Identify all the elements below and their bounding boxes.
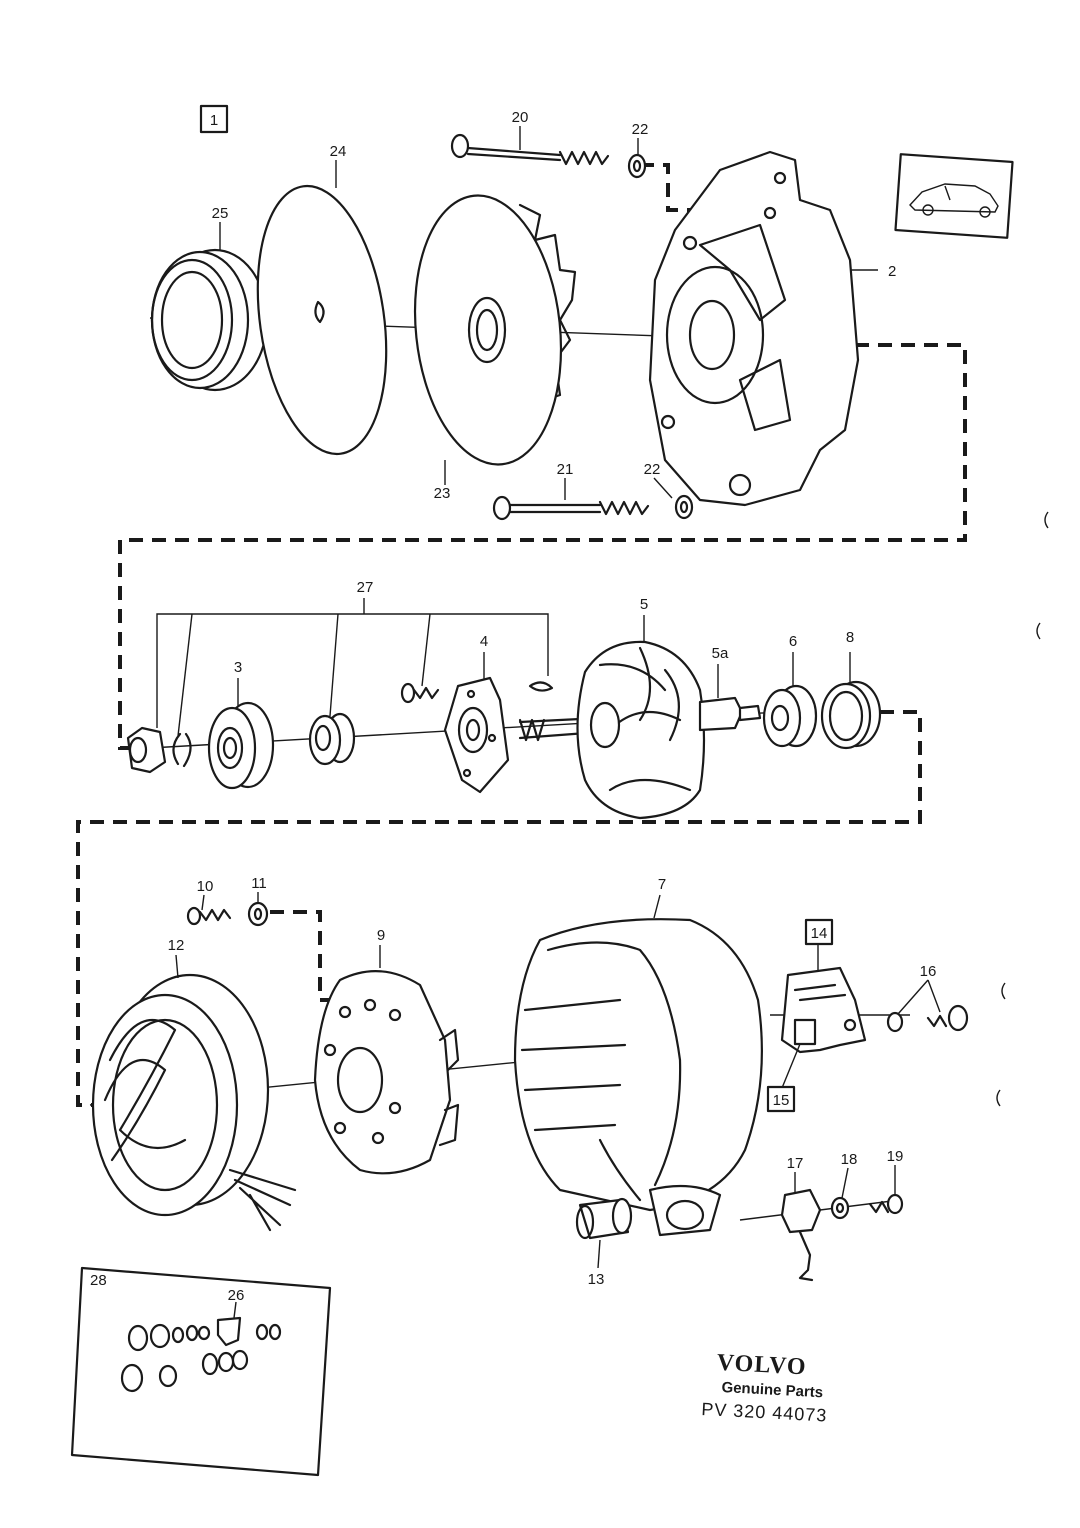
label-6: 6 <box>789 633 797 650</box>
ref-box-14: 14 <box>804 918 834 946</box>
screw-21 <box>492 495 650 521</box>
label-10: 10 <box>197 878 214 895</box>
front-housing-2 <box>648 150 860 507</box>
label-2: 2 <box>888 263 896 280</box>
label-15: 15 <box>773 1092 790 1109</box>
footer-branding: VOLVO Genuine Parts PV 320 44073 <box>701 1350 828 1426</box>
label-20: 20 <box>512 109 529 126</box>
regulator-14-15 <box>780 966 867 1054</box>
label-23: 23 <box>434 485 451 502</box>
label-27: 27 <box>357 579 374 596</box>
label-25: 25 <box>212 205 229 222</box>
rear-housing-7 <box>513 918 763 1237</box>
stator-12 <box>91 973 297 1232</box>
label-8: 8 <box>846 629 854 646</box>
label-11: 11 <box>251 875 267 892</box>
label-18: 18 <box>841 1151 858 1168</box>
washer-18 <box>830 1196 850 1220</box>
label-13: 13 <box>588 1271 605 1288</box>
part-labels: 2 3 4 5 5a 6 7 8 9 10 11 12 13 14 15 16 … <box>168 109 937 1304</box>
car-icon <box>894 153 1014 239</box>
label-26: 26 <box>228 1287 245 1304</box>
label-5a: 5a <box>712 645 729 662</box>
rectifier-9 <box>313 970 460 1175</box>
label-24: 24 <box>330 143 347 160</box>
capacitor-17 <box>780 1188 822 1282</box>
fan-23 <box>413 194 577 466</box>
washer-22-bottom <box>674 494 694 520</box>
washer-11 <box>247 901 269 927</box>
label-28: 28 <box>90 1272 107 1289</box>
label-9: 9 <box>377 927 385 944</box>
disc-24 <box>256 184 388 456</box>
bush-13 <box>575 1197 633 1240</box>
label-7: 7 <box>658 876 666 893</box>
label-3: 3 <box>234 659 242 676</box>
kit-box-28: 28 <box>70 1266 332 1477</box>
pulley-25 <box>150 248 269 392</box>
plate-4 <box>443 676 510 794</box>
label-17: 17 <box>787 1155 804 1172</box>
label-14: 14 <box>811 925 828 942</box>
label-1: 1 <box>210 112 218 129</box>
ring-8 <box>820 680 882 750</box>
screw-20 <box>450 133 610 166</box>
label-22-bottom: 22 <box>644 461 661 478</box>
part-code: PV 320 44073 <box>701 1399 828 1426</box>
screw-16 <box>926 1004 969 1032</box>
label-12: 12 <box>168 937 185 954</box>
washer-16 <box>886 1011 904 1033</box>
label-leaders <box>175 126 941 1269</box>
bearing-3 <box>207 701 275 790</box>
rotor-5 <box>518 640 762 820</box>
label-5: 5 <box>640 596 648 613</box>
screw-19 <box>868 1193 904 1215</box>
washer-22-top <box>627 153 647 179</box>
label-19: 19 <box>887 1148 904 1165</box>
spring-washer-27 <box>172 732 192 768</box>
label-22-top: 22 <box>632 121 649 138</box>
spacer-27 <box>308 712 356 766</box>
brand-logo: VOLVO <box>716 1350 807 1381</box>
label-21: 21 <box>557 461 574 478</box>
brand-subtitle: Genuine Parts <box>721 1379 823 1401</box>
label-27-leaders <box>156 598 549 737</box>
bearing-6 <box>762 684 818 748</box>
ref-box-15: 15 <box>766 1085 796 1113</box>
ref-box-1: 1 <box>199 104 229 134</box>
nut-27 <box>126 726 167 774</box>
key-27 <box>528 681 554 692</box>
screw-27 <box>400 682 440 704</box>
margin-marks <box>996 511 1049 1107</box>
label-16: 16 <box>920 963 937 980</box>
screw-10 <box>186 906 232 926</box>
label-4: 4 <box>480 633 488 650</box>
